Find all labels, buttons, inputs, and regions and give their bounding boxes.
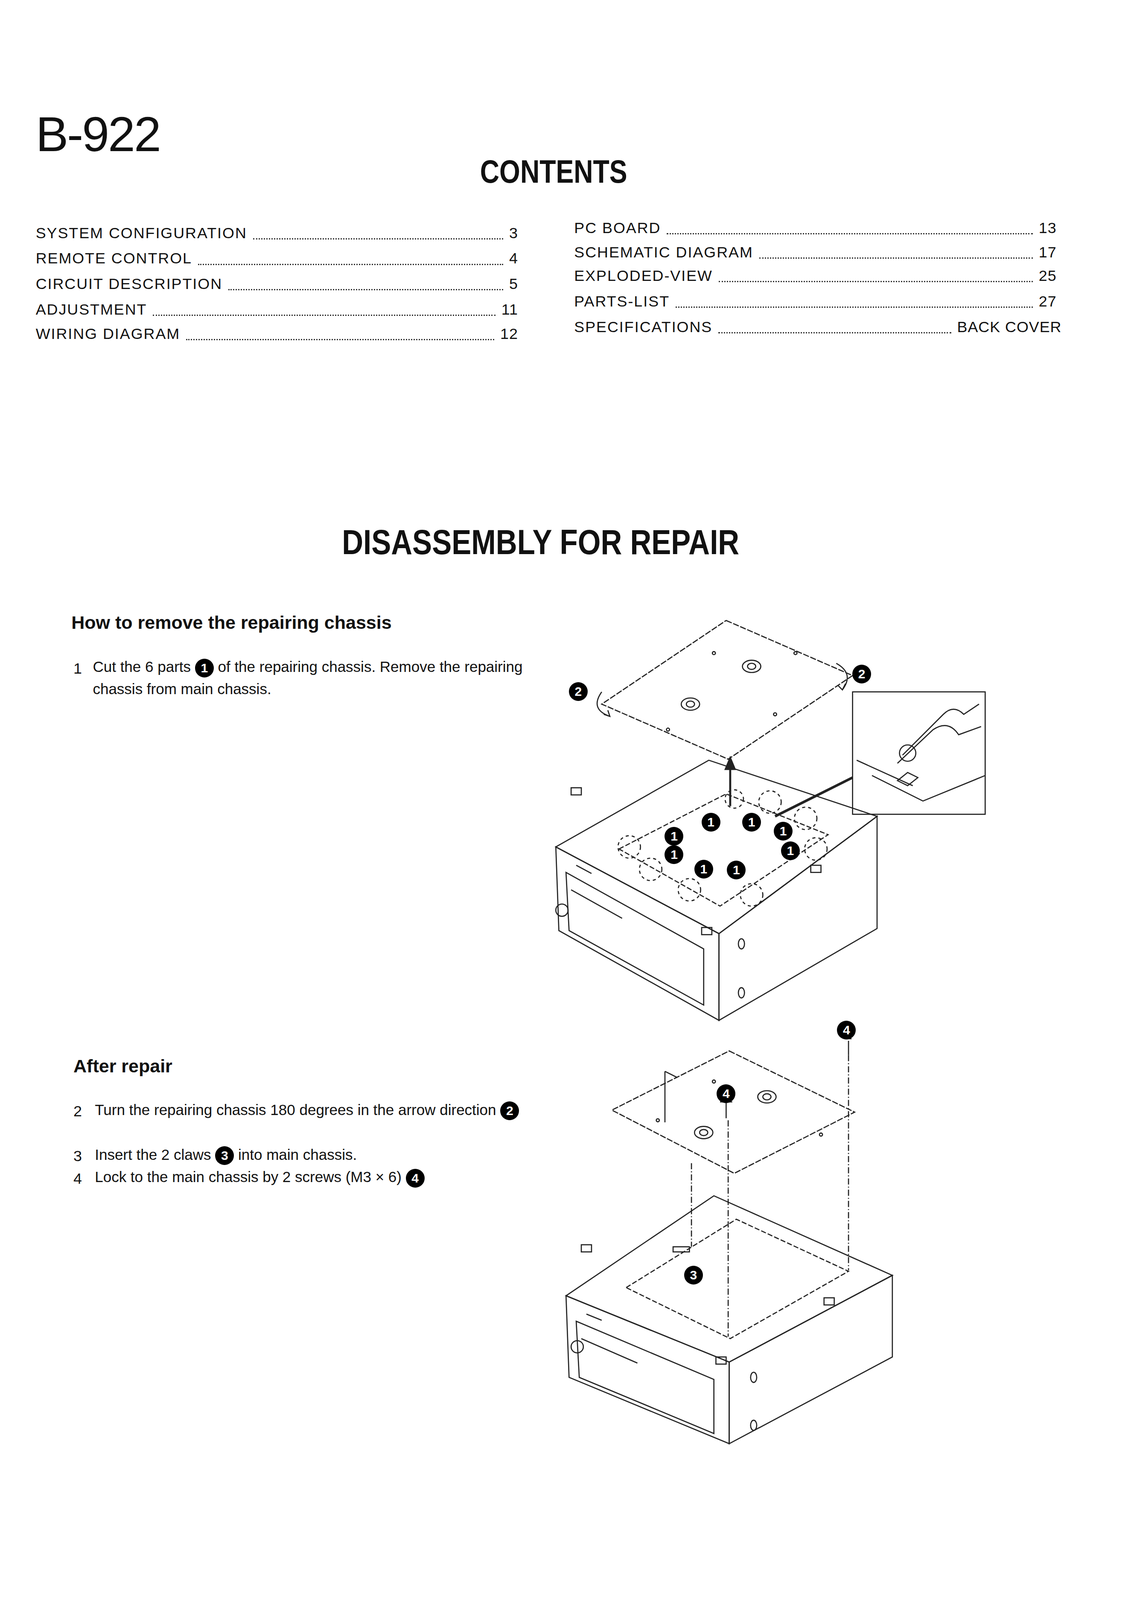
toc-entry: REMOTE CONTROL bbox=[35, 249, 193, 268]
sub-heading: After repair bbox=[73, 1055, 173, 1077]
toc-entry: CIRCUIT DESCRIPTION bbox=[35, 275, 223, 293]
toc-entry: EXPLODED-VIEW bbox=[574, 267, 713, 285]
callout-number: 1 bbox=[742, 812, 761, 832]
sub-heading: How to remove the repairing chassis bbox=[71, 612, 392, 633]
callout-number: 4 bbox=[836, 1020, 856, 1040]
callout-number: 2 bbox=[568, 682, 588, 701]
callout-number: 1 bbox=[781, 841, 800, 860]
page-number: 11 bbox=[501, 300, 519, 319]
dot-leader bbox=[718, 280, 1033, 283]
dot-leader bbox=[666, 233, 1033, 235]
dot-leader bbox=[718, 332, 951, 334]
instruction-text: Lock to the main chassis by 2 screws (M3… bbox=[94, 1165, 534, 1188]
section-heading: DISASSEMBLY FOR REPAIR bbox=[341, 521, 740, 562]
toc-entry: SPECIFICATIONS bbox=[574, 318, 713, 336]
callout-number: 3 bbox=[215, 1145, 234, 1165]
callout-number: 1 bbox=[773, 821, 793, 841]
dot-leader bbox=[759, 257, 1033, 259]
toc-entry: SYSTEM CONFIGURATION bbox=[35, 224, 248, 242]
dot-leader bbox=[675, 306, 1033, 308]
dot-leader bbox=[152, 314, 496, 316]
callout-number: 4 bbox=[716, 1084, 736, 1103]
page-number: 27 bbox=[1038, 292, 1057, 311]
callout-number: 3 bbox=[684, 1265, 703, 1285]
callout-number: 1 bbox=[694, 859, 714, 879]
page-number: 4 bbox=[509, 249, 519, 268]
instruction-text: Turn the repairing chassis 180 degrees i… bbox=[94, 1098, 534, 1121]
toc-entry: ADJUSTMENT bbox=[35, 300, 148, 319]
page-number: 17 bbox=[1038, 243, 1057, 262]
instruction-text: into main chassis. bbox=[238, 1145, 357, 1163]
instruction-text: Lock to the main chassis by 2 screws (M3… bbox=[94, 1168, 402, 1185]
dot-leader bbox=[186, 338, 495, 341]
callout-number: 1 bbox=[701, 812, 721, 832]
page-number: 5 bbox=[509, 275, 519, 293]
page-number: 3 bbox=[509, 224, 519, 242]
instruction-text: Insert the 2 claws 3 into main chassis. bbox=[94, 1143, 534, 1166]
step-number: 4 bbox=[73, 1169, 82, 1188]
callout-number: 1 bbox=[664, 826, 684, 846]
toc-entry: WIRING DIAGRAM bbox=[35, 325, 181, 343]
callout-number: 2 bbox=[852, 664, 872, 684]
contents-heading: CONTENTS bbox=[480, 152, 628, 191]
toc-entry: PC BOARD bbox=[574, 219, 661, 237]
callout-number: 1 bbox=[664, 845, 684, 864]
toc-entry: SCHEMATIC DIAGRAM bbox=[574, 243, 754, 262]
callout-number: 4 bbox=[405, 1168, 425, 1188]
page-number: 13 bbox=[1038, 219, 1057, 237]
page-number: 25 bbox=[1038, 267, 1057, 285]
page-number: 12 bbox=[500, 325, 519, 343]
dot-leader bbox=[253, 238, 504, 240]
toc-entry: PARTS-LIST bbox=[574, 292, 670, 311]
step-number: 3 bbox=[73, 1147, 82, 1165]
dot-leader bbox=[228, 288, 504, 291]
callout-number: 2 bbox=[500, 1101, 519, 1120]
callout-number: 1 bbox=[195, 658, 214, 678]
step-number: 1 bbox=[73, 659, 82, 678]
callout-number: 1 bbox=[726, 860, 746, 880]
instruction-text: Insert the 2 claws bbox=[94, 1145, 211, 1163]
instruction-text: Turn the repairing chassis 180 degrees i… bbox=[94, 1101, 496, 1118]
instruction-text: Cut the 6 parts 1 of the repairing chass… bbox=[92, 655, 532, 700]
page-number: BACK COVER bbox=[957, 318, 1062, 336]
dot-leader bbox=[198, 263, 504, 266]
model-number: B-922 bbox=[35, 106, 161, 163]
instruction-text: Cut the 6 parts bbox=[92, 658, 191, 675]
step-number: 2 bbox=[73, 1102, 82, 1120]
